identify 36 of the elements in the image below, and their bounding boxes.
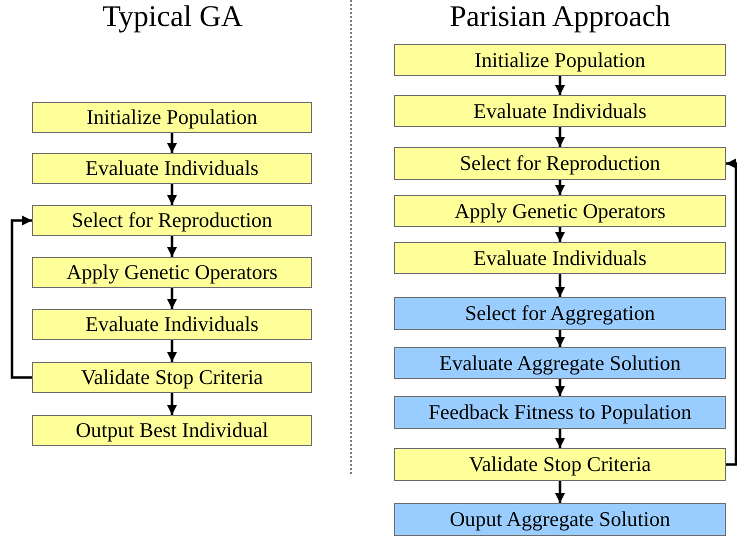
arrow: [167, 340, 177, 362]
arrow: [555, 76, 565, 95]
column-title: Parisian Approach: [450, 0, 670, 33]
arrow: [10, 216, 32, 379]
arrow: [555, 127, 565, 147]
arrow: [555, 481, 565, 503]
process-box: Select for Reproduction: [394, 147, 726, 180]
arrow: [555, 180, 565, 195]
process-box: Validate Stop Criteria: [394, 448, 726, 481]
process-box: Initialize Population: [394, 44, 726, 76]
arrow: [555, 379, 565, 396]
process-box: Evaluate Individuals: [32, 153, 312, 184]
arrow: [167, 133, 177, 153]
process-box: Feedback Fitness to Population: [394, 396, 726, 429]
process-box: Initialize Population: [32, 102, 312, 133]
process-box: Evaluate Individuals: [394, 242, 726, 274]
process-box: Apply Genetic Operators: [32, 257, 312, 288]
process-box: Evaluate Individuals: [32, 309, 312, 340]
arrow: [167, 236, 177, 257]
process-box: Evaluate Individuals: [394, 95, 726, 127]
arrow: [555, 227, 565, 242]
process-box: Output Best Individual: [32, 415, 312, 446]
arrow: [555, 330, 565, 347]
process-box: Evaluate Aggregate Solution: [394, 347, 726, 379]
arrow: [555, 274, 565, 297]
arrow: [726, 158, 737, 466]
arrow: [167, 393, 177, 415]
column-title: Typical GA: [102, 0, 243, 33]
process-box: Apply Genetic Operators: [394, 195, 726, 227]
arrow: [555, 429, 565, 448]
process-box: Validate Stop Criteria: [32, 362, 312, 393]
arrow: [167, 184, 177, 205]
process-box: Ouput Aggregate Solution: [394, 503, 726, 536]
process-box: Select for Reproduction: [32, 205, 312, 236]
process-box: Select for Aggregation: [394, 297, 726, 330]
arrow: [167, 288, 177, 309]
